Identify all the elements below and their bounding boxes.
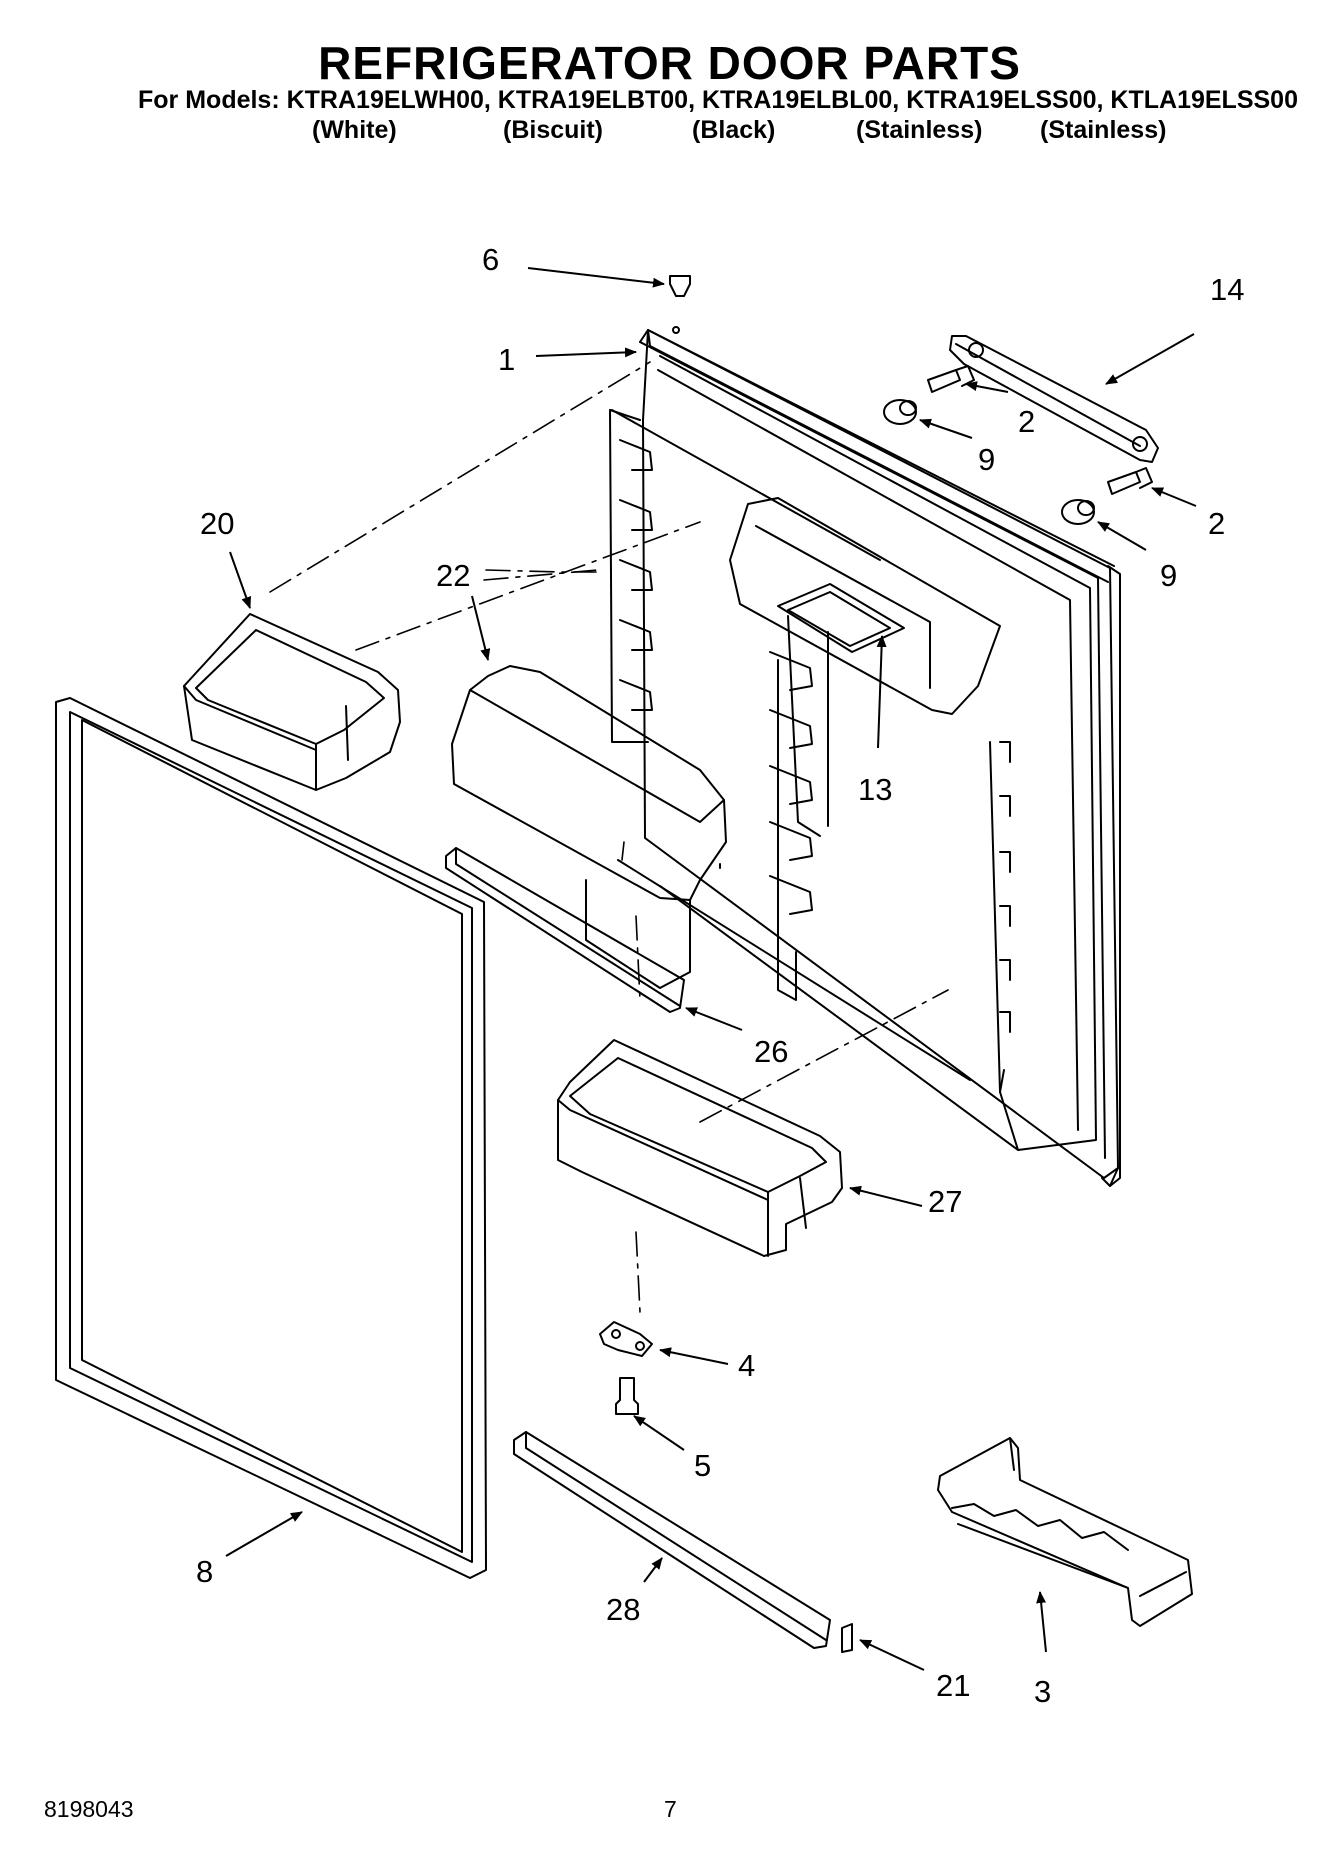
callout-27: 27 (928, 1184, 962, 1219)
trim-strip-part-28 (513, 1431, 831, 1649)
door-liner-part-1 (609, 329, 1119, 1179)
leader-arrows (225, 267, 1197, 1671)
door-gasket-part-8 (55, 697, 487, 1579)
callout-labels: 6 1 14 2 9 2 9 20 22 13 26 27 4 5 8 28 2… (196, 242, 1244, 1709)
callout-3: 3 (1034, 1674, 1051, 1709)
variant-label-white: (White) (312, 116, 397, 144)
screw-part-2-upper (927, 365, 975, 393)
callout-9-lower: 9 (1160, 558, 1177, 593)
variant-label-stainless-1: (Stainless) (856, 116, 983, 144)
callout-5: 5 (694, 1448, 711, 1483)
callout-13: 13 (858, 772, 892, 807)
variant-label-biscuit: (Biscuit) (503, 116, 603, 144)
callout-8: 8 (196, 1554, 213, 1589)
door-outer-panel (639, 329, 1121, 1187)
callout-22: 22 (436, 558, 470, 593)
callout-2-upper: 2 (1018, 404, 1035, 439)
document-number: 8198043 (44, 1796, 134, 1822)
door-bin-part-20 (183, 613, 401, 791)
handle-part-14 (949, 335, 1159, 463)
cover-part-22 (451, 665, 727, 989)
models-line: For Models: KTRA19ELWH00, KTRA19ELBT00, … (138, 86, 1298, 114)
spacer-part-9-upper (883, 399, 917, 425)
screw-part-5 (615, 1377, 639, 1415)
screw-part-2-lower (1107, 467, 1153, 495)
variant-label-black: (Black) (692, 116, 776, 144)
callout-28: 28 (606, 1592, 640, 1627)
egg-tray-part-3 (937, 1437, 1193, 1627)
callout-6: 6 (482, 242, 499, 277)
pin-part-6 (669, 275, 691, 334)
callout-1: 1 (498, 342, 515, 377)
clip-part-21 (841, 1623, 853, 1653)
door-bin-part-27 (557, 1039, 843, 1257)
bracket-part-4 (599, 1321, 653, 1357)
callout-9-upper: 9 (978, 442, 995, 477)
callout-20: 20 (200, 506, 234, 541)
variant-label-stainless-2: (Stainless) (1040, 116, 1167, 144)
callout-2-lower: 2 (1208, 506, 1225, 541)
trim-strip-part-26 (445, 847, 685, 1013)
page-number: 7 (664, 1796, 677, 1822)
callout-4: 4 (738, 1348, 755, 1383)
assembly-centerlines (269, 361, 949, 1313)
callout-14: 14 (1210, 272, 1244, 307)
spacer-part-9-lower (1061, 499, 1095, 525)
callout-26: 26 (754, 1034, 788, 1069)
page-title: REFRIGERATOR DOOR PARTS (318, 37, 1021, 89)
callout-21: 21 (936, 1668, 970, 1703)
